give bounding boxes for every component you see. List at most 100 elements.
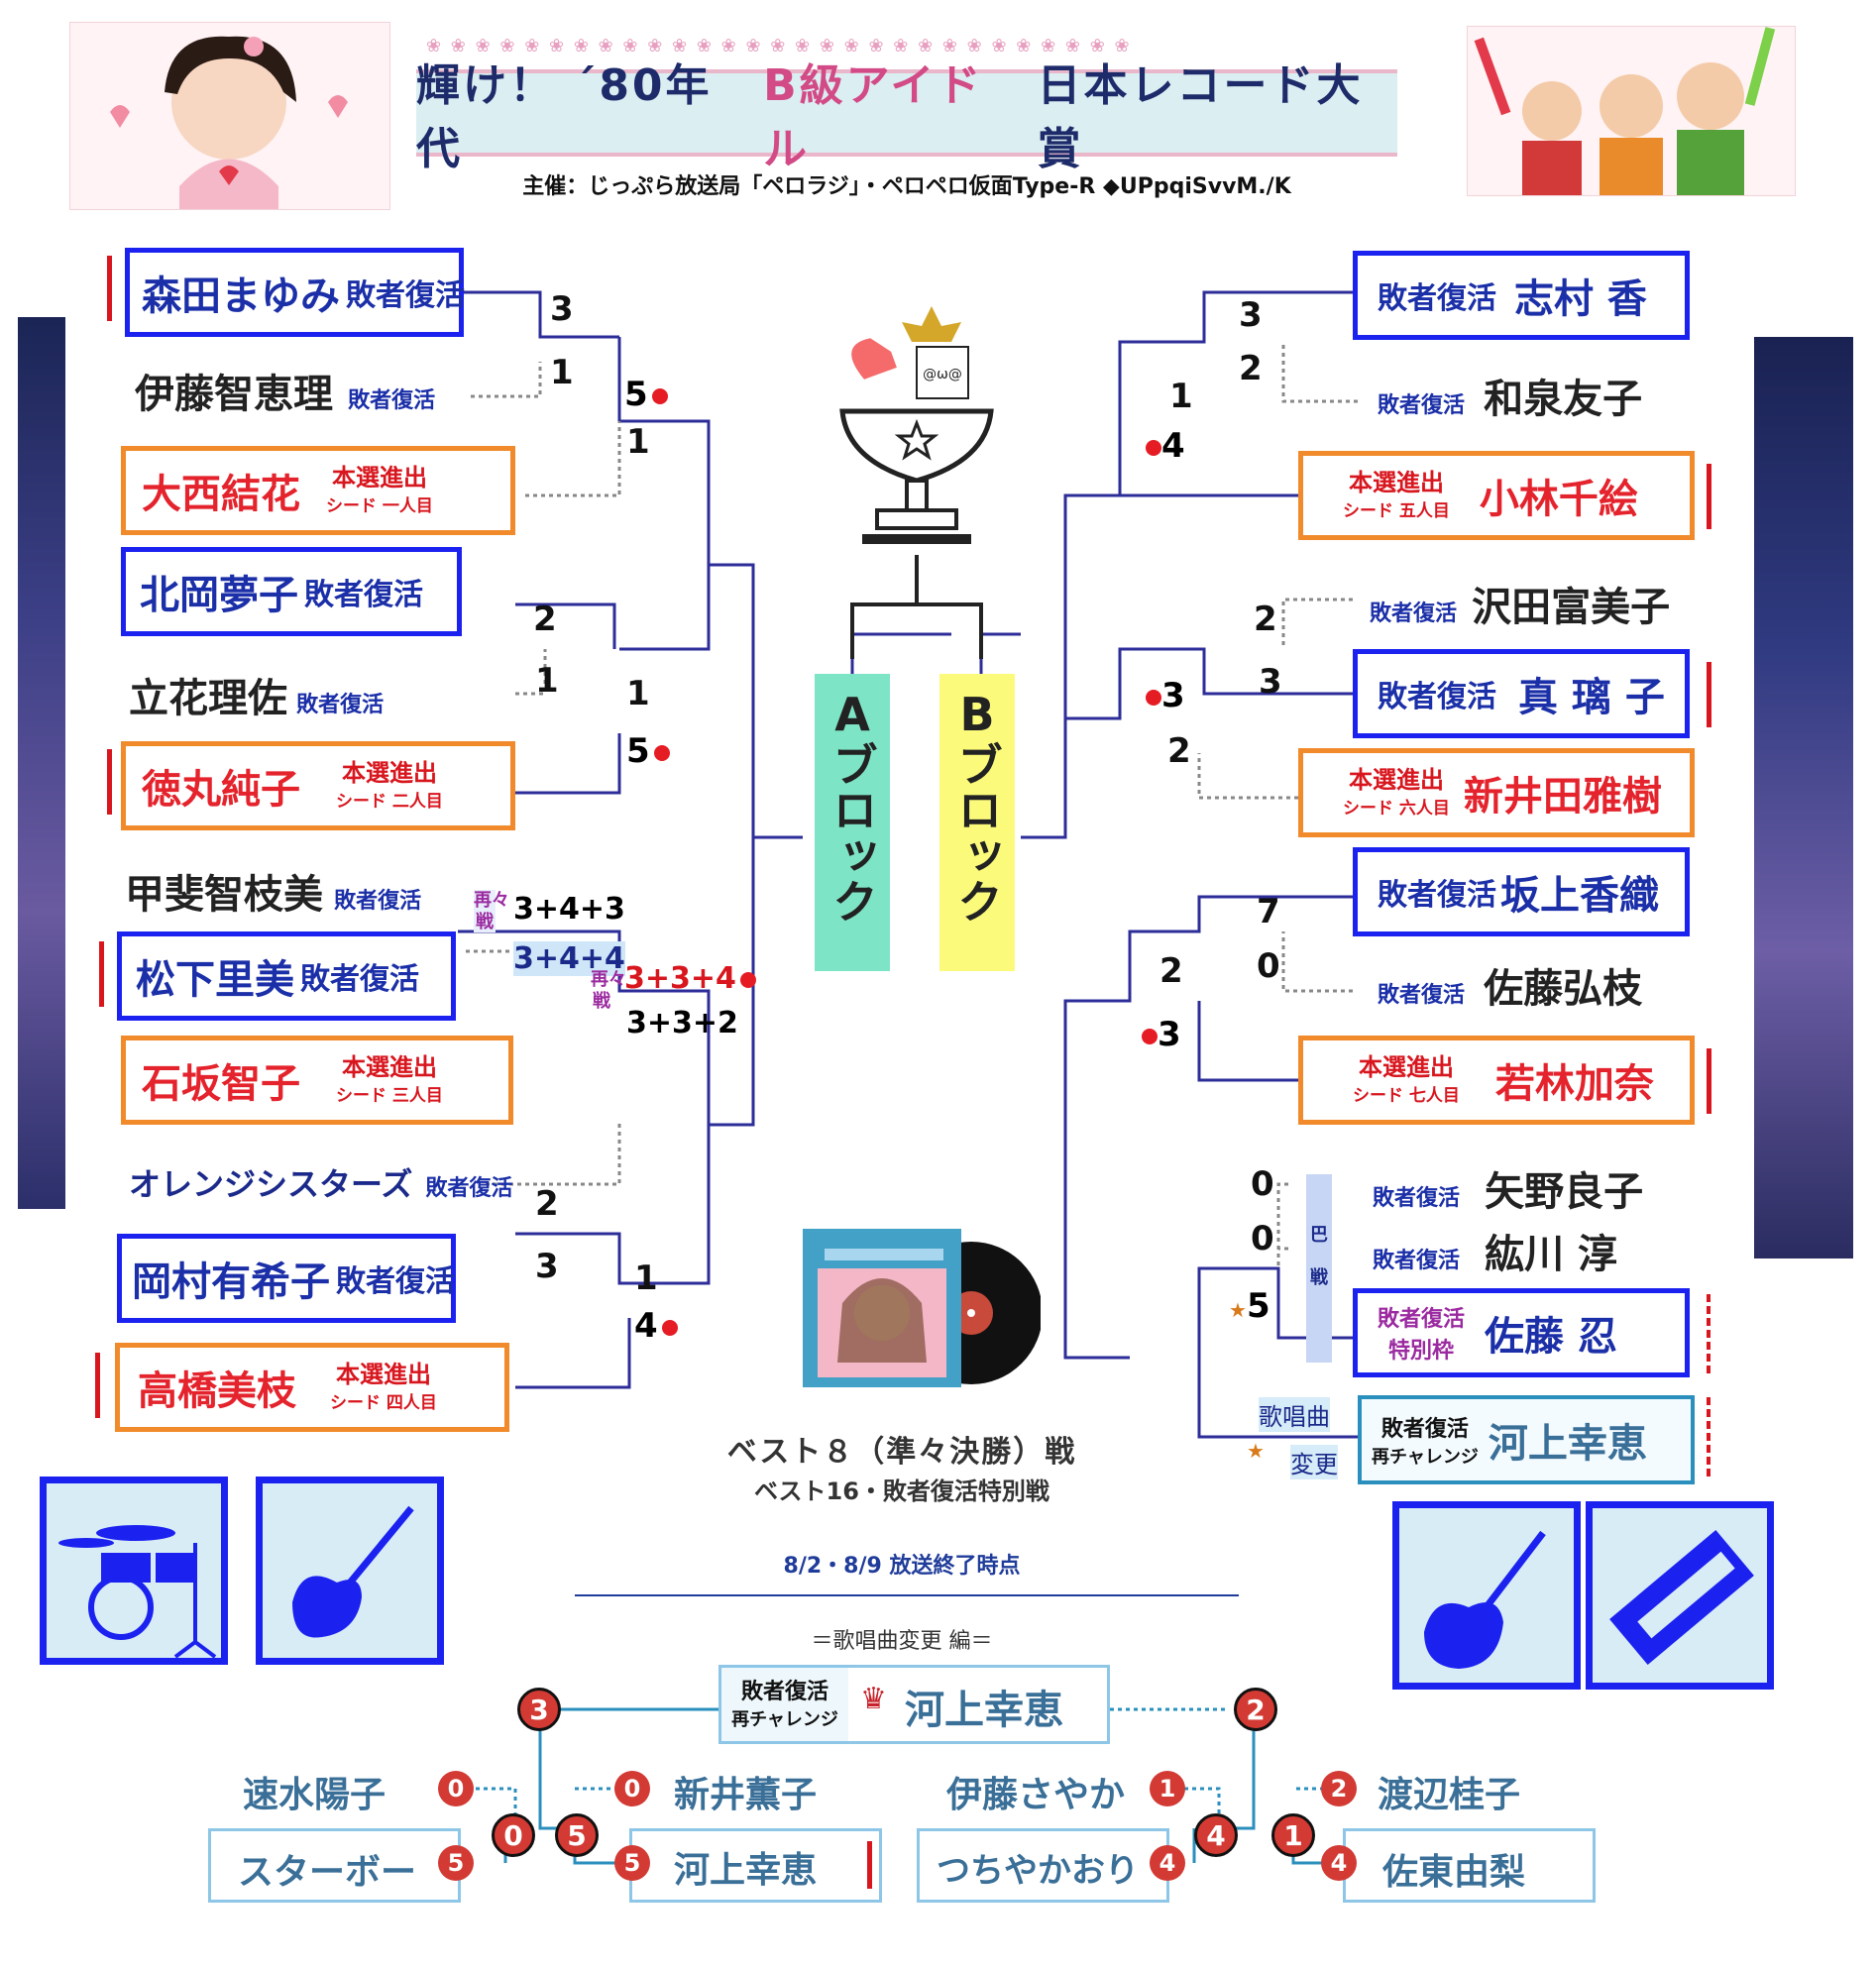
player-wakabayashi-kana: 本選進出 シード 七人目 若林加奈 [1298,1036,1695,1125]
player-sakagami-kaori: 敗者復活 坂上香織 [1353,847,1690,936]
winner-box: 敗者復活 再チャレンジ ♛ 河上幸恵 [718,1665,1110,1744]
player-name: 河上幸恵 [1488,1421,1647,1467]
revival-tag: 敗者復活 [300,962,419,997]
winner-score: 5 [626,731,670,771]
score: 3+3+2 [626,1006,738,1040]
player-okamura-yukiko: 岡村有希子 敗者復活 [117,1234,456,1323]
revival-tag: 敗者復活 [1373,1186,1461,1211]
player-name: 紘川 淳 [1485,1232,1618,1277]
score: 1 [634,1258,658,1298]
revival-tag: 敗者復活 [740,1680,828,1704]
player-shimura-kaori: 敗者復活 志村 香 [1353,251,1690,340]
score-value: 4 [634,1306,658,1346]
keyboard-icon [1586,1501,1774,1690]
player-name: 松下里美 [136,957,294,1003]
lower-box-tsuchiya [917,1828,1169,1903]
player-name: 伊藤智恵理 [135,372,333,417]
title-part-2: B級アイドル [763,60,984,174]
block-b-label: Bブロック [939,674,1015,971]
player-tachibana-risa: 立花理佐 敗者復活 [129,666,384,723]
player-kitaoka-yumeko: 北岡夢子 敗者復活 [121,547,462,636]
seed-tag: 本選進出 シード 三人目 [336,1053,443,1107]
score: 7 [1257,892,1280,931]
main-tag: 本選進出 [1348,765,1444,794]
date-caption: 8/2・8/9 放送終了時点 [783,1554,1021,1579]
lower-score: 1 [1150,1771,1185,1806]
player-name: 佐藤 忍 [1485,1314,1617,1360]
score-value: 5 [624,375,648,414]
lower-player-ito-sayaka: 伊藤さやか [946,1775,1126,1815]
winner-score: 3 [1142,676,1185,715]
revival-tag: 敗者復活 [336,1264,455,1299]
trophy-connector [850,555,983,659]
main-tag: 本選進出 [335,1360,431,1388]
player-ishizaka-tomoko: 石坂智子 本選進出 シード 三人目 [121,1036,513,1125]
player-name: 和泉友子 [1484,377,1643,422]
event-title-banner: 輝け！ ´80年代 B級アイドル 日本レコード大賞 [416,60,1397,174]
score-value: 5 [626,731,650,771]
lower-score-winner: 3 [517,1688,561,1731]
rechallenge-tag: 敗者復活 再チャレンジ [721,1668,848,1741]
lower-player-kawakami: 河上幸恵 [674,1850,818,1891]
score: 0 [1251,1164,1274,1204]
winner-score: 3 [1138,1015,1181,1054]
revival-tag: 敗者復活 [334,889,422,914]
idol-illustration [69,22,390,210]
main-tag: 本選進出 [341,758,437,787]
player-name: 北岡夢子 [140,573,298,618]
score: 1 [535,661,559,701]
seed-tag: 本選進出 シード 四人目 [330,1360,437,1413]
seed-label: シード 一人目 [326,496,433,517]
song-change-label-1: 歌唱曲 [1259,1397,1330,1432]
player-name: 志村 香 [1514,276,1647,322]
red-dashed-marker [1707,1397,1710,1477]
score: 1 [626,674,650,713]
special-slot-label: 特別枠 [1388,1339,1455,1364]
seed-tag: 本選進出 シード 二人目 [336,758,443,812]
player-niida-masaki: 本選進出 シード 六人目 新井田雅樹 [1298,748,1695,837]
main-tag: 本選進出 [1348,468,1444,496]
revival-tag: 敗者復活 [1378,983,1466,1008]
winner-score: 3+3+4 [624,961,756,996]
player-name: 矢野良子 [1485,1169,1644,1215]
lower-score: 4 [1150,1845,1185,1881]
score: 1 [550,353,574,392]
score: 2 [1239,349,1263,388]
revival-tag: 敗者復活 [346,278,465,313]
player-mariko: 敗者復活 真 璃 子 [1353,649,1690,738]
seed-label: シード 三人目 [336,1086,443,1107]
lower-score-mid: 4 [1194,1813,1238,1857]
player-morita-mayumi: 森田まゆみ 敗者復活 [125,248,465,337]
seed-tag: 本選進出 シード 七人目 [1353,1053,1460,1106]
red-marker [1707,1048,1711,1114]
song-change-heading: ＝歌唱曲変更 編＝ [811,1629,993,1654]
player-kai-chiemi: 甲斐智枝美 敗者復活 [125,862,421,920]
player-name: 立花理佐 [129,676,287,721]
lower-score-right: 2 [1234,1688,1277,1731]
player-matsushita-satomi: 松下里美 敗者復活 [117,931,456,1021]
player-name: 徳丸純子 [142,767,300,813]
winner-name: 河上幸恵 [905,1688,1063,1733]
player-name: 新井田雅樹 [1463,774,1662,820]
red-marker [95,1353,100,1418]
player-nagikawa-jun: 敗者復活 紘川 淳 [1373,1222,1617,1279]
score: 3 [550,289,574,329]
player-sato-shinobu: 敗者復活 特別枠 佐藤 忍 [1353,1288,1690,1377]
revival-tag: 敗者復活 [296,693,385,717]
score: 1 [1169,377,1193,416]
score: 2 [1254,600,1277,639]
winner-dot [1146,439,1161,456]
player-name: 大西結花 [142,472,300,517]
block-a-label: Aブロック [815,674,890,971]
player-name: オレンジシスターズ [129,1165,413,1203]
lower-score: 5 [614,1845,650,1881]
main-tag: 本選進出 [331,463,427,492]
revival-tag: 敗者復活 [1378,393,1466,418]
player-name: 石坂智子 [142,1061,300,1107]
score-value: 5 [1246,1286,1270,1326]
player-name: 甲斐智枝美 [125,872,323,918]
rechallenge-label: 再チャレンジ [1372,1447,1479,1468]
rematch-tag: 再々戦 [474,890,509,933]
revival-tag: 敗者復活 [1378,878,1496,913]
seed-tag: 本選進出 シード 一人目 [326,463,433,517]
